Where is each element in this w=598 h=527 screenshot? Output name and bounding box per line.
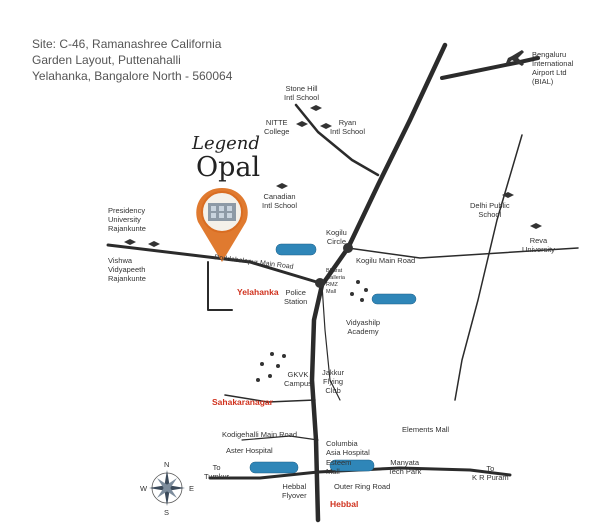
site-address: Site: C-46, Ramanashree California Garde… — [32, 36, 232, 84]
kogilu-main-road — [347, 247, 579, 259]
address-line: Yelahanka, Bangalore North - 560064 — [32, 69, 233, 83]
site-connector — [207, 261, 233, 311]
east-road — [454, 134, 523, 401]
lake — [371, 293, 417, 305]
tree-icon — [270, 352, 274, 356]
kodigehalli-road — [241, 435, 319, 441]
school-icon — [530, 223, 542, 229]
project-logo-line2: Opal — [196, 152, 261, 183]
tree-icon — [356, 280, 360, 284]
tree-icon — [276, 364, 280, 368]
kogilu-main-road-label: Kogilu Main Road — [356, 256, 416, 265]
compass-w: W — [140, 484, 148, 493]
kogilu-circle-marker — [343, 243, 353, 253]
lake — [329, 459, 375, 472]
kogilu-link — [321, 247, 349, 286]
tree-icon — [360, 298, 364, 302]
sahakaranagar-label: Sahakaranagar — [212, 397, 273, 407]
compass-s: S — [164, 508, 170, 517]
address-line: Garden Layout, Puttenahalli — [32, 53, 181, 67]
outer-ring-road-label: Outer Ring Road — [334, 482, 391, 491]
address-line: Site: C-46, Ramanashree California — [32, 37, 222, 51]
sahakaranagar-road — [224, 394, 316, 403]
yelahanka-junction-marker — [315, 278, 325, 288]
tree-icon — [364, 288, 368, 292]
school-icon — [502, 192, 514, 198]
tree-icon — [282, 354, 286, 358]
tree-icon — [260, 362, 264, 366]
airport-icon — [506, 50, 524, 66]
tree-icon — [350, 292, 354, 296]
compass-rose — [149, 470, 185, 506]
compass-e: E — [189, 484, 195, 493]
site-pin-icon — [196, 188, 248, 262]
doddaballapur-road — [106, 243, 322, 285]
school-icon — [310, 105, 322, 111]
tree-icon — [268, 374, 272, 378]
lake — [275, 243, 317, 256]
lake — [249, 461, 299, 474]
school-icon — [124, 239, 136, 245]
yelahanka-label: Yelahanka — [237, 287, 279, 297]
school-icon — [320, 123, 332, 129]
airport-road — [440, 56, 540, 80]
elements-mall-label: Elements Mall — [402, 425, 450, 434]
north-road — [294, 103, 380, 177]
school-icon — [296, 121, 308, 127]
kodigehalli-label: Kodigehalli Main Road — [222, 430, 298, 439]
school-icon — [148, 241, 160, 247]
hebbal-label: Hebbal — [330, 499, 359, 509]
tree-icon — [256, 378, 260, 382]
project-logo-line1: Legend — [192, 133, 260, 154]
compass-n: N — [164, 460, 170, 469]
school-icon — [276, 183, 288, 189]
aster-label: Aster Hospital — [226, 446, 273, 455]
jakkur-road — [321, 284, 341, 401]
